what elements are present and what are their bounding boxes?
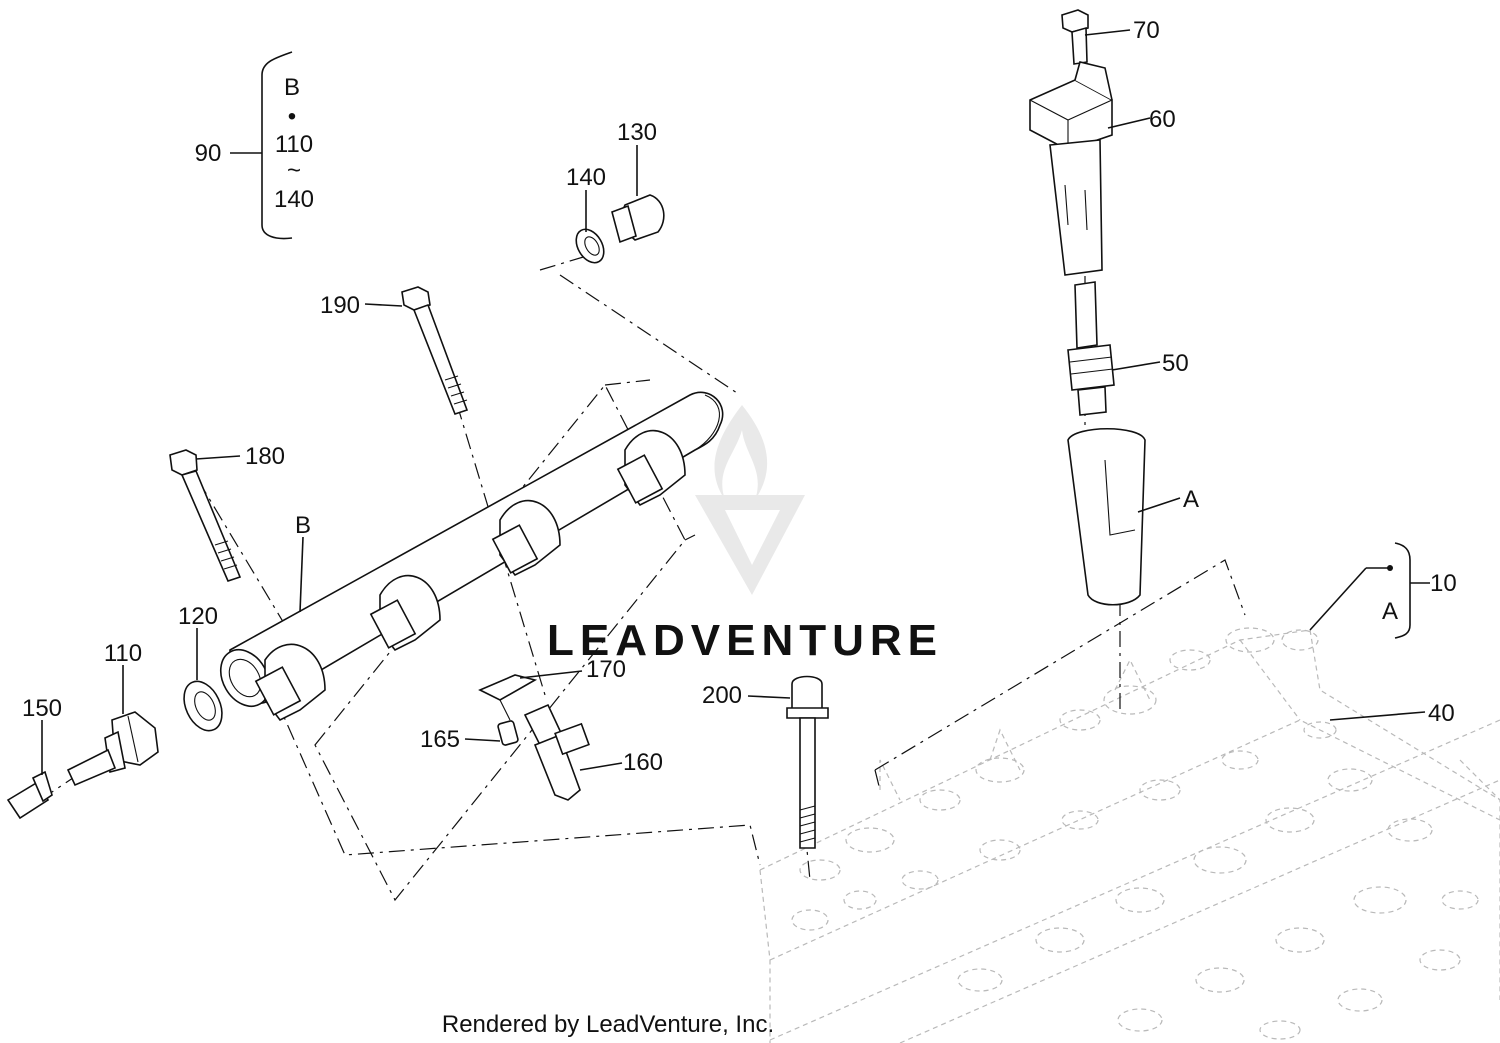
bolt-200 <box>786 675 829 849</box>
leadventure-watermark: LEADVENTURE <box>547 405 943 665</box>
callout-40: 40 <box>1428 700 1455 727</box>
kit-dot: • <box>288 103 296 130</box>
rail-plug-130 <box>611 194 665 244</box>
kit-tilde: ~ <box>287 157 301 184</box>
connector-150 <box>6 770 53 820</box>
callout-70: 70 <box>1133 17 1160 44</box>
ignition-coil-60 <box>1029 61 1113 276</box>
bolt-70 <box>1061 9 1089 65</box>
kit-top-letter: B <box>284 74 300 101</box>
callout-60: 60 <box>1149 106 1176 133</box>
callout-140: 140 <box>566 164 606 191</box>
cylinder-head-ghost <box>759 627 1500 1043</box>
callout-170: 170 <box>586 656 626 683</box>
engine-dot <box>1387 565 1393 571</box>
callout-160: 160 <box>623 749 663 776</box>
engine-label-A: A <box>1382 598 1398 625</box>
fuel-injector-160 <box>523 703 590 801</box>
screw-165 <box>497 720 519 746</box>
callout-90: 90 <box>195 140 222 167</box>
fuel-rail <box>219 391 724 722</box>
callout-10: 10 <box>1430 570 1457 597</box>
kit-from: 110 <box>275 131 313 158</box>
callout-B: B <box>295 512 311 539</box>
callout-50: 50 <box>1162 350 1189 377</box>
callout-120: 120 <box>178 603 218 630</box>
leader-lines <box>41 29 1426 775</box>
kit-to: 140 <box>274 186 314 213</box>
callout-165: 165 <box>420 726 460 753</box>
spark-plug-50 <box>1067 281 1115 416</box>
pressure-sensor-110 <box>66 711 159 787</box>
bolt-180 <box>169 449 242 582</box>
callout-130: 130 <box>617 119 657 146</box>
callout-110: 110 <box>104 640 142 667</box>
retainer-clip-170 <box>478 674 538 721</box>
bolt-190 <box>401 286 469 415</box>
footer-credit: Rendered by LeadVenture, Inc. <box>442 1011 774 1038</box>
callout-200: 200 <box>702 682 742 709</box>
engine-10-bracket: 10 A <box>1309 542 1457 639</box>
kit-90-bracket: 90 B • 110 ~ 140 <box>195 51 314 240</box>
callout-A: A <box>1183 486 1199 513</box>
callout-180: 180 <box>245 443 285 470</box>
injector-cup-2 <box>369 575 441 652</box>
injector-cup-4 <box>616 430 686 507</box>
callout-190: 190 <box>320 292 360 319</box>
watermark-text: LEADVENTURE <box>547 616 943 665</box>
injector-cup-1 <box>254 643 326 722</box>
callout-150: 150 <box>22 695 62 722</box>
callout-labels: 70 60 50 A 40 130 140 190 180 B 120 110 … <box>22 17 1455 776</box>
o-ring-120 <box>183 680 223 732</box>
injector-cup-3 <box>491 500 561 577</box>
washer-140 <box>575 228 605 264</box>
tube-A <box>1067 427 1146 606</box>
